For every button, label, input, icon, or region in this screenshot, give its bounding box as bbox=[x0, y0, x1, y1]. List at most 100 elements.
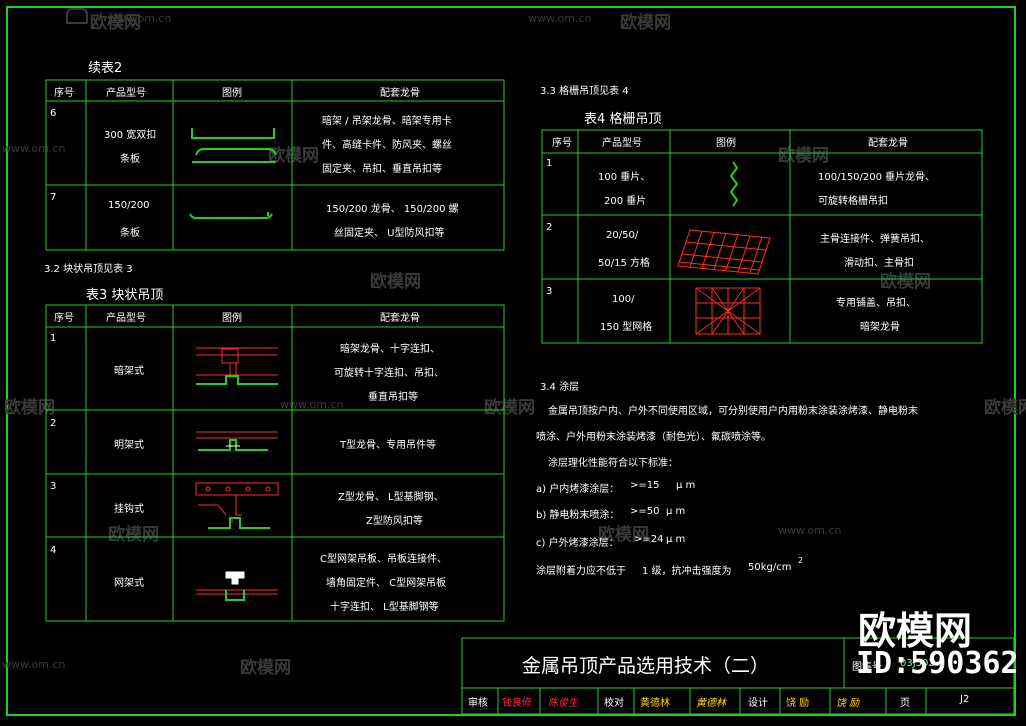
spec-b-unit: μ m bbox=[666, 506, 686, 517]
watermark-brand: 欧模网 bbox=[778, 146, 829, 166]
table2-header-legend: 图例 bbox=[222, 88, 242, 99]
design-signature-2: 饶 励 bbox=[836, 698, 860, 709]
table2-row7-model: 条板 bbox=[120, 228, 140, 239]
table2-row6-model: 条板 bbox=[120, 154, 140, 165]
table3-header-model: 产品型号 bbox=[106, 313, 146, 324]
table3-row1-model: 暗架式 bbox=[114, 366, 144, 377]
spec-a-value: >=15 bbox=[630, 480, 660, 491]
spec-b-value: >=50 bbox=[630, 506, 660, 517]
table3-row1-parts: 垂直吊扣等 bbox=[368, 392, 418, 403]
table3-row4-parts: C型网架吊板、吊板连接件、 bbox=[320, 554, 447, 565]
table4-row3-model: 100/ bbox=[612, 294, 635, 305]
watermark-url: www.om.cn bbox=[778, 524, 842, 537]
watermark-brand: 欧模网 bbox=[620, 13, 671, 33]
mesh-grid-figure bbox=[695, 287, 761, 335]
adhesion-sup: 2 bbox=[798, 556, 804, 565]
table2-row6-model: 300 宽双扣 bbox=[104, 130, 157, 141]
section34-line: 喷涂、户外用粉末涂装烤漆（耐色光）、氟碳喷涂等。 bbox=[536, 432, 771, 443]
table2-row7-no: 7 bbox=[50, 192, 57, 203]
page-label: 页 bbox=[900, 698, 910, 709]
watermark-big-brand: 欧模网 bbox=[858, 609, 973, 653]
table2-row6-parts: 件、高缝卡件、防风夹、螺丝 bbox=[322, 140, 452, 151]
table4-row2-parts: 滑动扣、主骨扣 bbox=[844, 258, 914, 269]
watermark-url: www.om.cn bbox=[528, 12, 592, 25]
table2-title: 续表2 bbox=[88, 61, 123, 76]
exposed-type-figure bbox=[196, 431, 278, 451]
table4-row1-model: 200 垂片 bbox=[604, 196, 647, 207]
table3-header-no: 序号 bbox=[54, 313, 74, 324]
section34-heading: 3.4 涂层 bbox=[540, 382, 580, 393]
watermark-url: www.om.cn bbox=[2, 142, 66, 155]
table4-header-parts: 配套龙骨 bbox=[868, 138, 908, 149]
table4-row3-parts: 暗架龙骨 bbox=[860, 322, 900, 333]
table2-row6-no: 6 bbox=[50, 108, 57, 119]
check-signature-2: 黄德林 bbox=[696, 698, 726, 709]
concealed-type-figure bbox=[196, 347, 278, 385]
table3-row4-parts: 十字连扣、 L型基脚钢等 bbox=[330, 602, 439, 613]
table4-row2-parts: 主骨连接件、弹簧吊扣、 bbox=[820, 234, 930, 245]
section34-line: 涂层理化性能符合以下标准： bbox=[548, 458, 678, 469]
table4-title: 表4 格栅吊顶 bbox=[584, 112, 662, 127]
adhesion-grade: 1 级，抗冲击强度为 bbox=[642, 566, 732, 577]
table4-header-no: 序号 bbox=[552, 138, 572, 149]
watermark-brand: 欧模网 bbox=[984, 398, 1026, 418]
watermark-url: www.om.cn bbox=[108, 12, 172, 25]
atlas-label: 图集号 bbox=[852, 662, 882, 673]
table3-row4-no: 4 bbox=[50, 545, 57, 556]
spec-c-unit: μ m bbox=[666, 534, 686, 545]
table3-row4-model: 网架式 bbox=[114, 578, 144, 589]
table4-row3-parts: 专用铺盖、吊扣、 bbox=[836, 298, 916, 309]
table3-row4-parts: 墙角固定件、 C型网架吊板 bbox=[326, 578, 447, 589]
table3-row1-parts: 可旋转十字连扣、吊扣、 bbox=[334, 368, 444, 379]
review-signature: 钱良修 bbox=[502, 698, 532, 709]
table3-row3-parts: Z型龙骨、 L型基脚钢、 bbox=[338, 492, 444, 503]
table4-row3-no: 3 bbox=[546, 286, 553, 297]
watermark-brand: 欧模网 bbox=[240, 658, 291, 678]
grid-square-figure bbox=[677, 229, 771, 275]
section33-heading: 3.3 格栅吊顶见表 4 bbox=[540, 86, 629, 97]
hook-type-figure bbox=[195, 482, 279, 529]
table3-row3-no: 3 bbox=[50, 481, 57, 492]
table4-row1-model: 100 垂片、 bbox=[598, 172, 651, 183]
spec-c-label: c) 户外烤漆涂层： bbox=[536, 538, 619, 549]
watermark-brand: 欧模网 bbox=[268, 146, 319, 166]
sheet-title: 金属吊顶产品选用技术（二） bbox=[522, 655, 770, 677]
table3-header-legend: 图例 bbox=[222, 313, 242, 324]
drawing-frame bbox=[6, 6, 1016, 716]
watermark-brand: 欧模网 bbox=[108, 525, 159, 545]
strip-panel-150-figure bbox=[189, 212, 273, 219]
table3-title: 表3 块状吊顶 bbox=[86, 288, 164, 303]
table3-row1-parts: 暗架龙骨、十字连扣、 bbox=[340, 344, 440, 355]
watermark-url: www.om.cn bbox=[2, 658, 66, 671]
table4-row3-model: 150 型网格 bbox=[600, 322, 653, 333]
spec-a-unit: μ m bbox=[676, 480, 696, 491]
strip-panel-300-figure bbox=[191, 128, 277, 163]
table4-header-legend: 图例 bbox=[716, 138, 736, 149]
table3-row2-model: 明架式 bbox=[114, 440, 144, 451]
review-signature-2: 陈俊生 bbox=[548, 698, 578, 709]
spec-a-label: a) 户内烤漆涂层： bbox=[536, 484, 620, 495]
adhesion-value: 50kg/cm bbox=[748, 562, 792, 573]
watermark-logo bbox=[66, 8, 92, 28]
table4-row1-no: 1 bbox=[546, 158, 553, 169]
section32-heading: 3.2 块状吊顶见表 3 bbox=[44, 264, 133, 275]
table3-row3-model: 挂钩式 bbox=[114, 504, 144, 515]
atlas-number: 03J502-3 bbox=[900, 658, 945, 669]
table2-row6-parts: 暗架 / 吊架龙骨、暗架专用卡 bbox=[322, 116, 452, 127]
table2-header-parts: 配套龙骨 bbox=[380, 88, 420, 99]
table2-row7-model: 150/200 bbox=[108, 200, 150, 211]
table2-row7-parts: 150/200 龙骨、 150/200 螺 bbox=[326, 204, 459, 215]
table3-row1-no: 1 bbox=[50, 333, 57, 344]
watermark-brand: 欧模网 bbox=[90, 13, 141, 33]
table4-row2-model: 50/15 方格 bbox=[598, 258, 650, 269]
mesh-type-figure bbox=[196, 571, 278, 601]
watermark-brand: 欧模网 bbox=[484, 398, 535, 418]
watermark-brand: 欧模网 bbox=[598, 525, 649, 545]
table3-row2-no: 2 bbox=[50, 418, 57, 429]
design-label: 设计 bbox=[748, 698, 768, 709]
table3-header-parts: 配套龙骨 bbox=[380, 313, 420, 324]
table2-header-no: 序号 bbox=[54, 88, 74, 99]
table4-header-model: 产品型号 bbox=[602, 138, 642, 149]
table4-row2-model: 20/50/ bbox=[606, 230, 639, 241]
